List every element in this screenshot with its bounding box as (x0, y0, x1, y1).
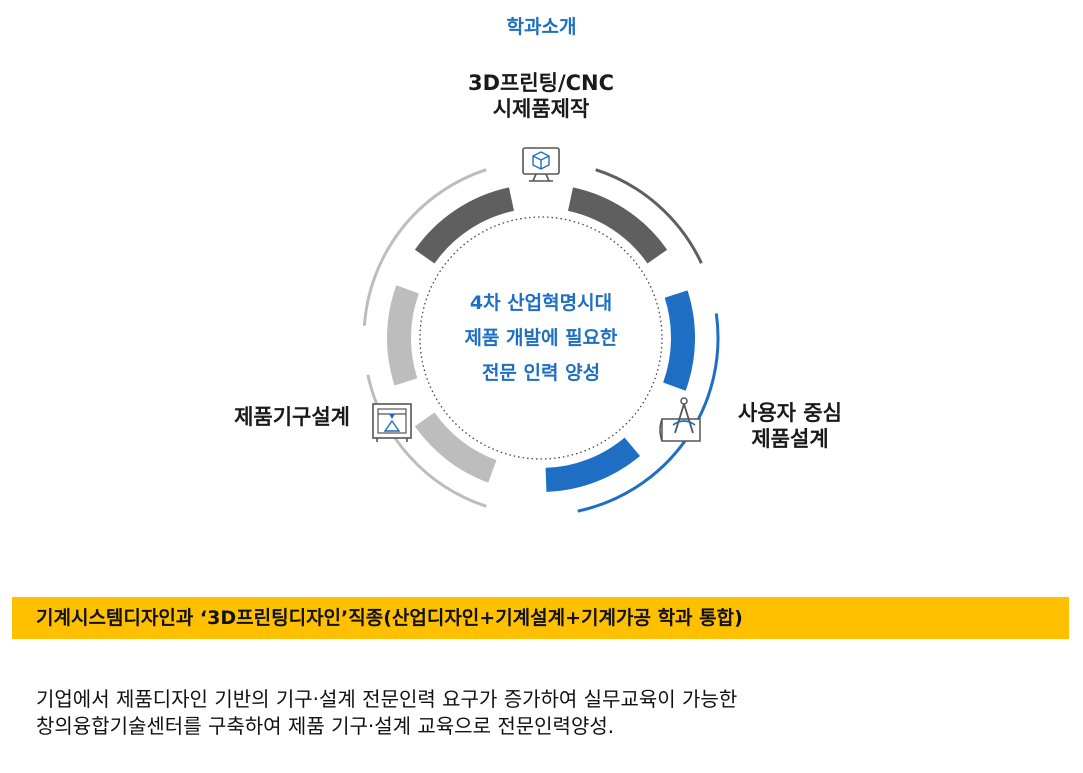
diagram-title: 학과소개 (506, 16, 577, 38)
segment-label-left: 제품기구설계 (160, 404, 350, 430)
segment-label-line: 제품설계 (751, 427, 829, 452)
segment-label-line: 제품기구설계 (234, 405, 350, 429)
diagram-rings (362, 168, 720, 513)
description: 기업에서 제품디자인 기반의 기구·설계 전문인력 요구가 증가하여 실무교육이… (36, 686, 1066, 740)
thick-segment-right (663, 290, 695, 391)
segment-label-line: 시제품제작 (492, 97, 590, 122)
inner-dotted-circle (419, 216, 663, 460)
center-line: 제품 개발에 필요한 (464, 327, 618, 350)
segment-label-line: 3D프린팅/CNC (467, 71, 615, 95)
thick-segment-right (545, 437, 641, 492)
center-line: 4차 산업혁명시대 (469, 292, 613, 314)
description-line: 창의융합기술센터를 구축하여 제품 기구·설계 교육으로 전문인력양성. (36, 714, 615, 738)
segment-label-top: 3D프린팅/CNC 시제품제작 (391, 70, 691, 123)
center-message: 4차 산업혁명시대 제품 개발에 필요한 전문 인력 양성 (421, 286, 661, 391)
thick-segment-left (414, 412, 497, 483)
center-line: 전문 인력 양성 (481, 362, 601, 385)
outer-arc-top (595, 168, 703, 264)
outer-arc-left (366, 374, 487, 508)
segment-label-right: 사용자 중심 제품설계 (715, 400, 865, 453)
compass-blueprint-icon (659, 397, 701, 442)
highlight-banner: 기계시스템디자인과 ‘3D프린팅디자인’직종(산업디자인+기계설계+기계가공 학… (12, 597, 1069, 639)
thick-segment-top (567, 187, 668, 264)
cycle-diagram (362, 147, 720, 513)
description-line: 기업에서 제품디자인 기반의 기구·설계 전문인력 요구가 증가하여 실무교육이… (36, 687, 738, 711)
monitor-cube-icon (522, 147, 560, 182)
segment-label-line: 사용자 중심 (738, 401, 842, 425)
thick-segment-left (387, 285, 419, 386)
thick-segment-top (414, 187, 515, 264)
outer-arc-left (362, 168, 487, 326)
3d-printer-icon (372, 403, 412, 442)
